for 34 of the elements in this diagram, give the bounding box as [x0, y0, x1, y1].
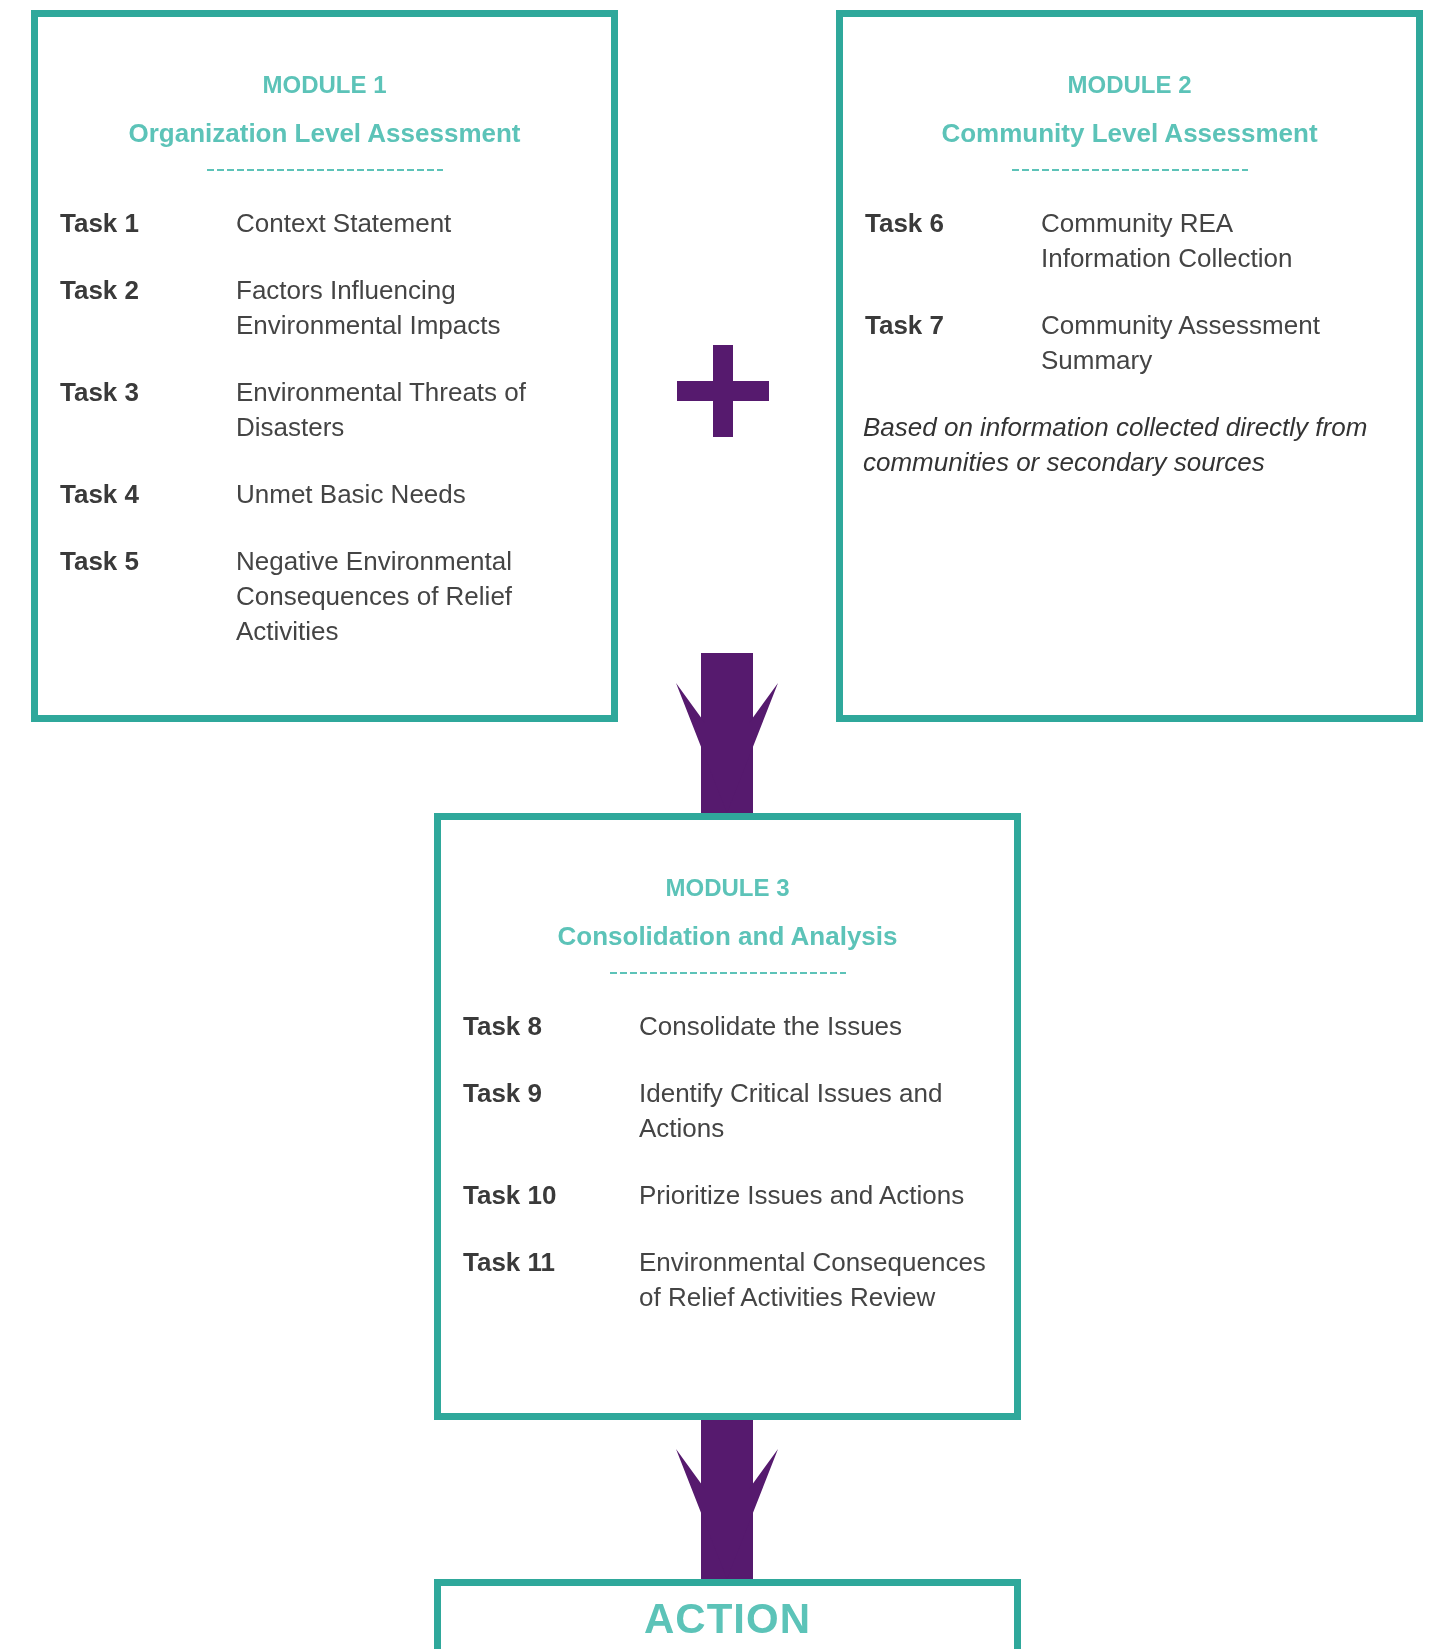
module-number: MODULE 2 — [1066, 70, 1193, 100]
module-title: Consolidation and Analysis — [556, 921, 899, 951]
module-box — [31, 10, 618, 722]
task-description: Consolidate the Issues — [639, 1010, 904, 1043]
task-number: Task 4 — [60, 478, 139, 511]
task-number: Task 1 — [60, 207, 139, 240]
task-description: Community REA Information Collection — [1041, 207, 1294, 275]
task-number: Task 5 — [60, 545, 139, 578]
module-title: Organization Level Assessment — [127, 118, 522, 148]
task-description: Environmental Threats of Disasters — [236, 376, 527, 444]
task-description: Prioritize Issues and Actions — [639, 1179, 966, 1212]
action-title: ACTION — [643, 1594, 812, 1644]
task-description: Environmental Consequences of Relief Activities Review — [639, 1246, 987, 1314]
task-number: Task 9 — [463, 1077, 542, 1110]
module-title: Community Level Assessment — [940, 118, 1319, 148]
task-description: Negative Environmental Consequences of Relief Activities — [236, 545, 514, 648]
note-text: Based on information collected directly from communities or secondary sources — [863, 411, 1369, 479]
module-number: MODULE 3 — [664, 873, 791, 903]
task-number: Task 6 — [865, 207, 944, 240]
task-number: Task 2 — [60, 274, 139, 307]
task-description: Factors Influencing Environmental Impacts — [236, 274, 502, 342]
task-number: Task 7 — [865, 309, 944, 342]
task-description: Unmet Basic Needs — [236, 478, 467, 511]
module-box — [434, 813, 1021, 1420]
module-number: MODULE 1 — [261, 70, 388, 100]
task-description: Context Statement — [236, 207, 453, 240]
task-number: Task 3 — [60, 376, 139, 409]
task-number: Task 11 — [463, 1246, 556, 1279]
task-description: Identify Critical Issues and Actions — [639, 1077, 944, 1145]
task-description: Community Assessment Summary — [1041, 309, 1321, 377]
task-number: Task 8 — [463, 1010, 542, 1043]
task-number: Task 10 — [463, 1179, 557, 1212]
module-box — [836, 10, 1423, 722]
action-box — [434, 1579, 1021, 1649]
